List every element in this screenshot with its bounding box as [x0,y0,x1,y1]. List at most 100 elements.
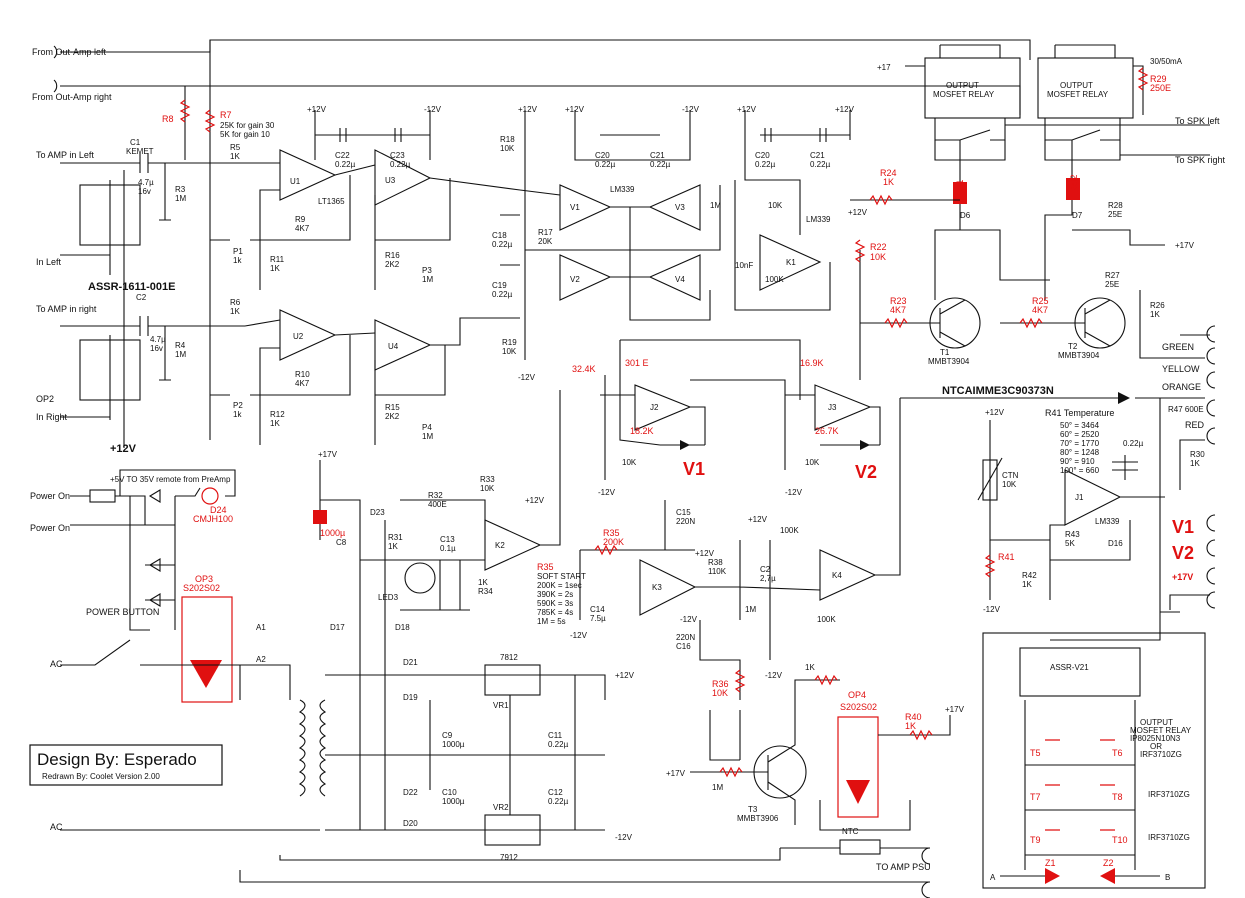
relay-2-box [1037,57,1134,119]
label-c20-top: C20 [595,151,610,160]
label-r29-value: 250E [1150,83,1171,93]
label-c21-k1: C21 [810,151,825,160]
label-minus12-j2: -12V [598,488,616,497]
label-plus12-k3: +12V [695,549,715,558]
label-c22-value: 0.22µ [335,160,356,169]
label-to-amp-in-right: To AMP in right [36,304,97,314]
label-c11-value: 0.22µ [548,740,569,749]
label-r28-value: 25E [1108,210,1122,219]
relay-1-box [924,57,1021,119]
label-c22: C22 [335,151,350,160]
label-r31-value: 1K [388,542,398,551]
label-minus12-r41: -12V [983,605,1001,614]
label-r24-value: 1K [883,177,894,187]
label-plus12-left: +12V [110,443,137,455]
label-r7: R7 [220,110,232,120]
label-c2-k4-value: 2,7µ [760,574,776,583]
label-r41-temp-title: R41 Temperature [1045,408,1114,418]
label-r43: R43 [1065,530,1080,539]
label-r26: R26 [1150,301,1165,310]
label-t2: T2 [1068,342,1078,351]
label-plus12-k1a: +12V [737,105,757,114]
label-r25-value: 4K7 [1032,305,1048,315]
zener-z2 [1100,868,1115,884]
label-10k-k1: 10K [768,201,783,210]
relay-rel2 [1066,178,1080,200]
label-r3-value: 1M [175,194,186,203]
label-c1-volt: 16v [138,187,151,196]
label-r10-value: 4K7 [295,379,310,388]
label-r23: R23 [890,296,907,306]
soft-start-section [313,390,561,611]
label-p1: P1 [233,247,243,256]
resistor-r41 [984,554,996,578]
label-d6: D6 [960,211,971,220]
label-v1-comp: V1 [570,203,580,212]
label-in-left: In Left [36,257,62,267]
label-c18: C18 [492,231,507,240]
label-c1: C1 [130,138,141,147]
label-out-amp-left: From Out-Amp left [32,47,107,57]
label-10k-j3: 10K [805,458,820,467]
label-c23-value: 0.22µ [390,160,411,169]
label-assr-v21: ASSR-V21 [1050,663,1089,672]
label-to-amp-psu: TO AMP PSU [876,862,931,872]
label-1m-k4: 1M [745,605,756,614]
optocoupler-op3 [181,596,233,703]
label-a2: A2 [256,655,266,664]
label-r27: R27 [1105,271,1120,280]
label-r41-temp-4: 90° = 910 [1060,457,1095,466]
label-assr-top: ASSR-1611-001E [88,281,175,293]
label-r11: R11 [270,255,285,264]
label-c21-top: C21 [650,151,665,160]
label-10k-j2: 10K [622,458,637,467]
label-ntc: NTC [842,827,859,836]
fuse-power-on [89,489,116,503]
relay-rel1 [953,182,967,204]
label-soft-start-1: 390K = 2s [537,590,573,599]
transformer-psu [298,520,606,846]
j2-j3-section [600,339,881,480]
label-reg-7812: 7812 [500,653,518,662]
label-r5-value: 1K [230,152,240,161]
k3-k4-section [579,398,901,760]
k1-block [734,110,851,311]
label-soft-start-3: 785K = 4s [537,608,573,617]
label-s202s02-op3: S202S02 [183,583,220,593]
label-r22-value: 10K [870,252,886,262]
opamp-stage [210,110,521,445]
label-mosfet-box-0: OUTPUT [1140,718,1173,727]
diode-ntc [1118,392,1130,404]
label-r16: R16 [385,251,400,260]
label-r15-value: 2K2 [385,412,400,421]
label-mosfet-box-1: MOSFET RELAY [1130,726,1192,735]
label-d16: D16 [1108,539,1123,548]
output-relays [905,44,1210,185]
label-r41-temp-3: 80° = 1248 [1060,448,1100,457]
label-r43-value: 5K [1065,539,1075,548]
opamp-u1 [279,149,337,201]
label-r42: R42 [1022,571,1037,580]
label-b-terminal: B [1165,873,1170,882]
label-soft-start-2: 590K = 3s [537,599,573,608]
label-c20-top-value: 0.22µ [595,160,616,169]
label-reg-7912: 7912 [500,853,518,862]
label-10nf-k1: 10nF [735,261,753,270]
label-r17-value: 20K [538,237,553,246]
resistor-t3-base [719,766,743,778]
label-022u-j1: 0.22µ [1123,439,1144,448]
label-r17: R17 [538,228,553,237]
label-rel1: Rel1 [955,179,965,198]
label-c20-k1-value: 0.22µ [755,160,776,169]
comparator-v4 [648,254,701,301]
label-remote: +5V TO 35V remote from PreAmp [110,475,231,484]
label-plus12-u1: +12V [307,105,327,114]
label-p2: P2 [233,401,243,410]
label-r9-value: 4K7 [295,224,310,233]
label-u3: U3 [385,176,396,185]
diode-j2 [680,440,690,450]
opamp-j3 [814,384,872,431]
label-r29: R29 [1150,74,1167,84]
label-u4: U4 [388,342,399,351]
label-c10-value: 1000µ [442,797,465,806]
